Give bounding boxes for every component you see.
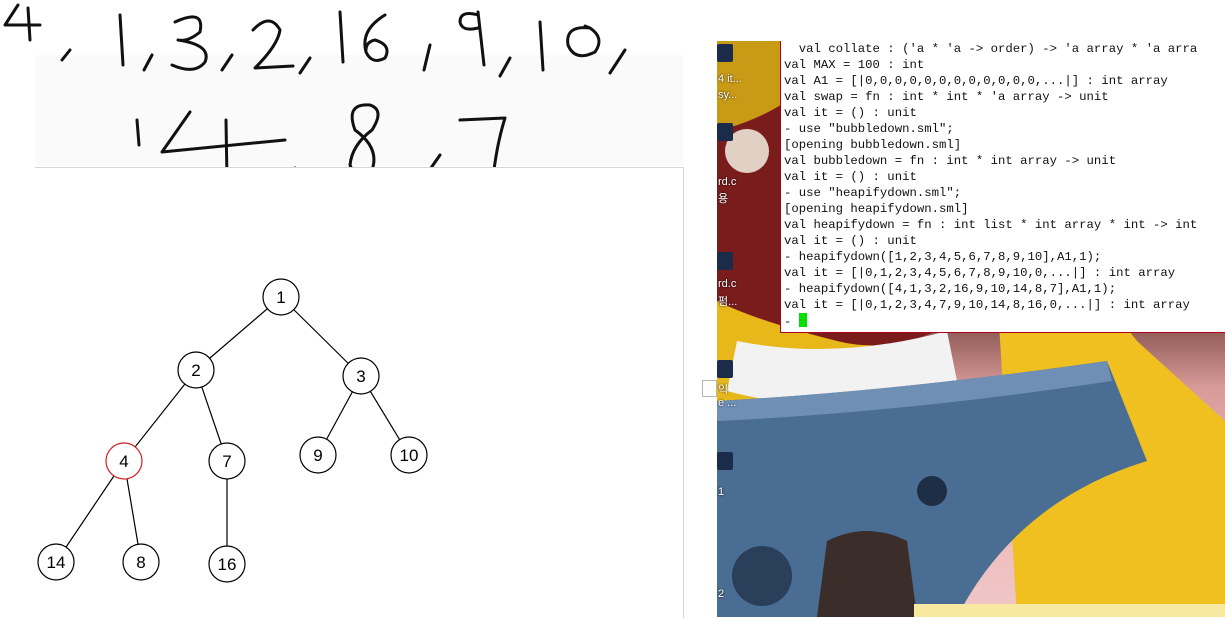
terminal-line: val MAX = 100 : int: [784, 58, 925, 72]
terminal-line: val it = [|0,1,2,3,4,7,9,10,14,8,16,0,..…: [784, 298, 1190, 312]
whiteboard: 1 2 3 4 7 9 10 14 8 16: [35, 167, 684, 618]
heap-tree-diagram: 1 2 3 4 7 9 10 14 8 16: [37, 278, 428, 583]
desktop-icon-label[interactable]: 2: [718, 588, 725, 600]
terminal-line: val it = () : unit: [784, 106, 917, 120]
tree-node-circle: [299, 436, 337, 474]
desktop-icon-label[interactable]: 익: [718, 384, 729, 396]
tree-node-label: 14: [47, 553, 66, 572]
sml-terminal[interactable]: val collate : ('a * 'a -> order) -> 'a a…: [780, 41, 1225, 333]
tree-node-circle: [37, 543, 75, 581]
tree-node-label: 2: [191, 361, 200, 380]
terminal-line: val heapifydown = fn : int list * int ar…: [784, 218, 1198, 232]
handwriting-panel: [35, 55, 683, 165]
terminal-line: val it = [|0,1,2,3,4,5,6,7,8,9,10,0,...|…: [784, 266, 1176, 280]
terminal-line: [opening bubbledown.sml]: [784, 138, 962, 152]
terminal-line: - use "heapifydown.sml";: [784, 186, 962, 200]
terminal-line: val swap = fn : int * int * 'a array -> …: [784, 90, 1109, 104]
terminal-line: - heapifydown([1,2,3,4,5,6,7,8,9,10],A1,…: [784, 250, 1102, 264]
desktop-icon-label[interactable]: 용: [718, 193, 729, 205]
terminal-output: val collate : ('a * 'a -> order) -> 'a a…: [781, 41, 1225, 313]
text-cursor: [798, 313, 807, 327]
desktop-icon-label[interactable]: e ...: [718, 397, 737, 409]
desktop-shortcut-icon[interactable]: [717, 123, 733, 141]
terminal-line: val it = () : unit: [784, 170, 917, 184]
taskbar-strip: [914, 604, 1225, 617]
desktop-margin: [700, 41, 717, 617]
tree-node-label: 16: [218, 555, 237, 574]
tree-node-label: 8: [136, 553, 145, 572]
desktop-shortcut-icon[interactable]: [717, 452, 733, 470]
terminal-prompt: -: [784, 315, 799, 329]
desktop-icon-label[interactable]: sy...: [718, 89, 738, 101]
terminal-line: - use "bubbledown.sml";: [784, 122, 954, 136]
terminal-line: [opening heapifydown.sml]: [784, 202, 969, 216]
tree-node-circle: [262, 278, 300, 316]
terminal-line: val A1 = [|0,0,0,0,0,0,0,0,0,0,0,0,...|]…: [784, 74, 1168, 88]
terminal-prompt-line[interactable]: -: [781, 313, 1225, 329]
tree-node-label: 3: [356, 367, 365, 386]
edge-1-3: [280, 296, 362, 377]
desktop-icon-label[interactable]: rd.c: [718, 278, 737, 290]
tree-node-label: 9: [313, 446, 322, 465]
desktop-icon-label[interactable]: 펌...: [718, 296, 738, 308]
tree-node-label: 1: [276, 288, 285, 307]
tree-node-label: 10: [400, 446, 419, 465]
terminal-line: val it = () : unit: [784, 234, 917, 248]
desktop-icon-label[interactable]: 4 it...: [718, 73, 742, 85]
tree-node-circle: [342, 357, 380, 395]
tree-node-circle: [390, 436, 428, 474]
tree-node-circle: [177, 351, 215, 389]
edge-2-4: [123, 369, 197, 462]
terminal-line: - heapifydown([4,1,3,2,16,9,10,14,8,7],A…: [784, 282, 1117, 296]
desktop-icon-label[interactable]: 1: [718, 486, 725, 498]
desktop-shortcut-icon[interactable]: [717, 360, 733, 378]
desktop-shortcut-icon[interactable]: [717, 252, 733, 270]
tree-node-circle: [105, 442, 143, 480]
desktop-checkbox[interactable]: [702, 380, 717, 397]
terminal-line: val collate : ('a * 'a -> order) -> 'a a…: [784, 42, 1198, 56]
tree-node-label: 4: [119, 452, 128, 471]
edge-1-2: [195, 296, 282, 371]
tree-node-circle: [122, 543, 160, 581]
tree-node-circle: [208, 442, 246, 480]
tree-node-circle: [208, 545, 246, 583]
terminal-line: val bubbledown = fn : int * int array ->…: [784, 154, 1117, 168]
tree-node-label: 7: [222, 452, 231, 471]
edge-4-14: [55, 460, 125, 563]
desktop-shortcut-icon[interactable]: [717, 44, 733, 62]
desktop-icon-label[interactable]: rd.c: [718, 176, 737, 188]
